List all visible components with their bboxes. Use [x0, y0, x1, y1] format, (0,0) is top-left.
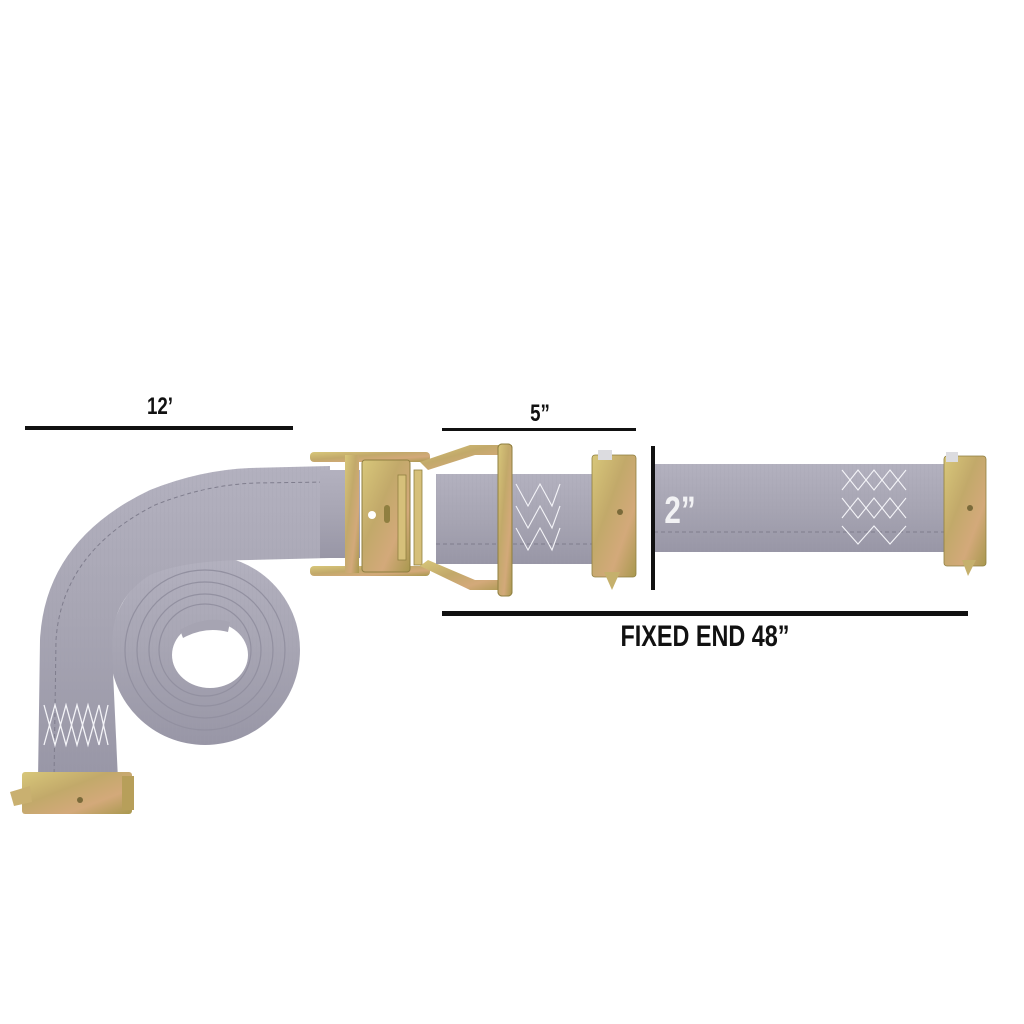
right-etrack-fitting: [943, 452, 987, 576]
strap-loose-end: [38, 466, 331, 781]
middle-etrack-fitting: [591, 450, 637, 590]
buckle-offset-label: 5”: [530, 400, 550, 427]
left-etrack-fitting: [10, 772, 134, 814]
fixed-end-dimension-line: [442, 611, 968, 616]
strap-coil: [110, 555, 300, 745]
buckle-offset-dimension-line: [442, 428, 636, 431]
strap-width-label: 2”: [664, 490, 696, 532]
strap-length-dimension-line: [25, 426, 293, 430]
strap-width-dimension-line: [651, 446, 655, 590]
fixed-end-strap-short: [436, 443, 606, 597]
fixed-end-strap-long: [654, 464, 960, 552]
fixed-end-label: FIXED END 48”: [620, 620, 790, 653]
strap-length-label: 12’: [146, 393, 174, 420]
ratchet-buckle: [310, 443, 513, 597]
